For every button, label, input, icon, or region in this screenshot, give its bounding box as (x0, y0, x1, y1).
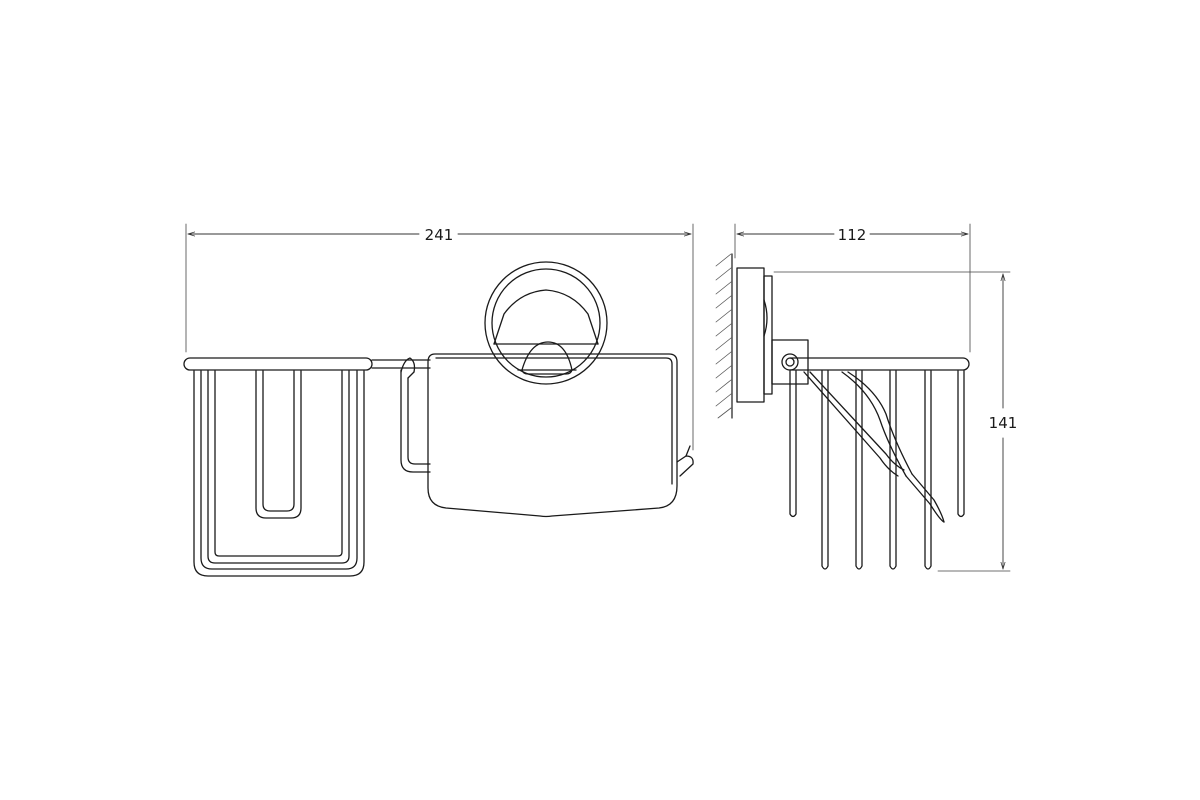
paper-holder-cover (427, 341, 694, 518)
side-wall-plate (736, 267, 773, 403)
front-view (183, 223, 694, 577)
side-top-rail (789, 357, 970, 371)
wall-mount-ring (484, 261, 608, 385)
height-dimension (773, 271, 1011, 572)
width-dimension (185, 223, 694, 451)
depth-dimension (734, 223, 971, 353)
height-label: 141 (989, 414, 1018, 432)
side-basket-wires (789, 370, 965, 570)
top-rail (183, 357, 431, 371)
width-label: 241 (425, 226, 454, 244)
paper-holder-arm (400, 357, 431, 473)
depth-label: 112 (838, 226, 867, 244)
wall-hatching (715, 253, 733, 419)
wire-basket-front (193, 370, 365, 577)
side-view (715, 223, 1011, 572)
